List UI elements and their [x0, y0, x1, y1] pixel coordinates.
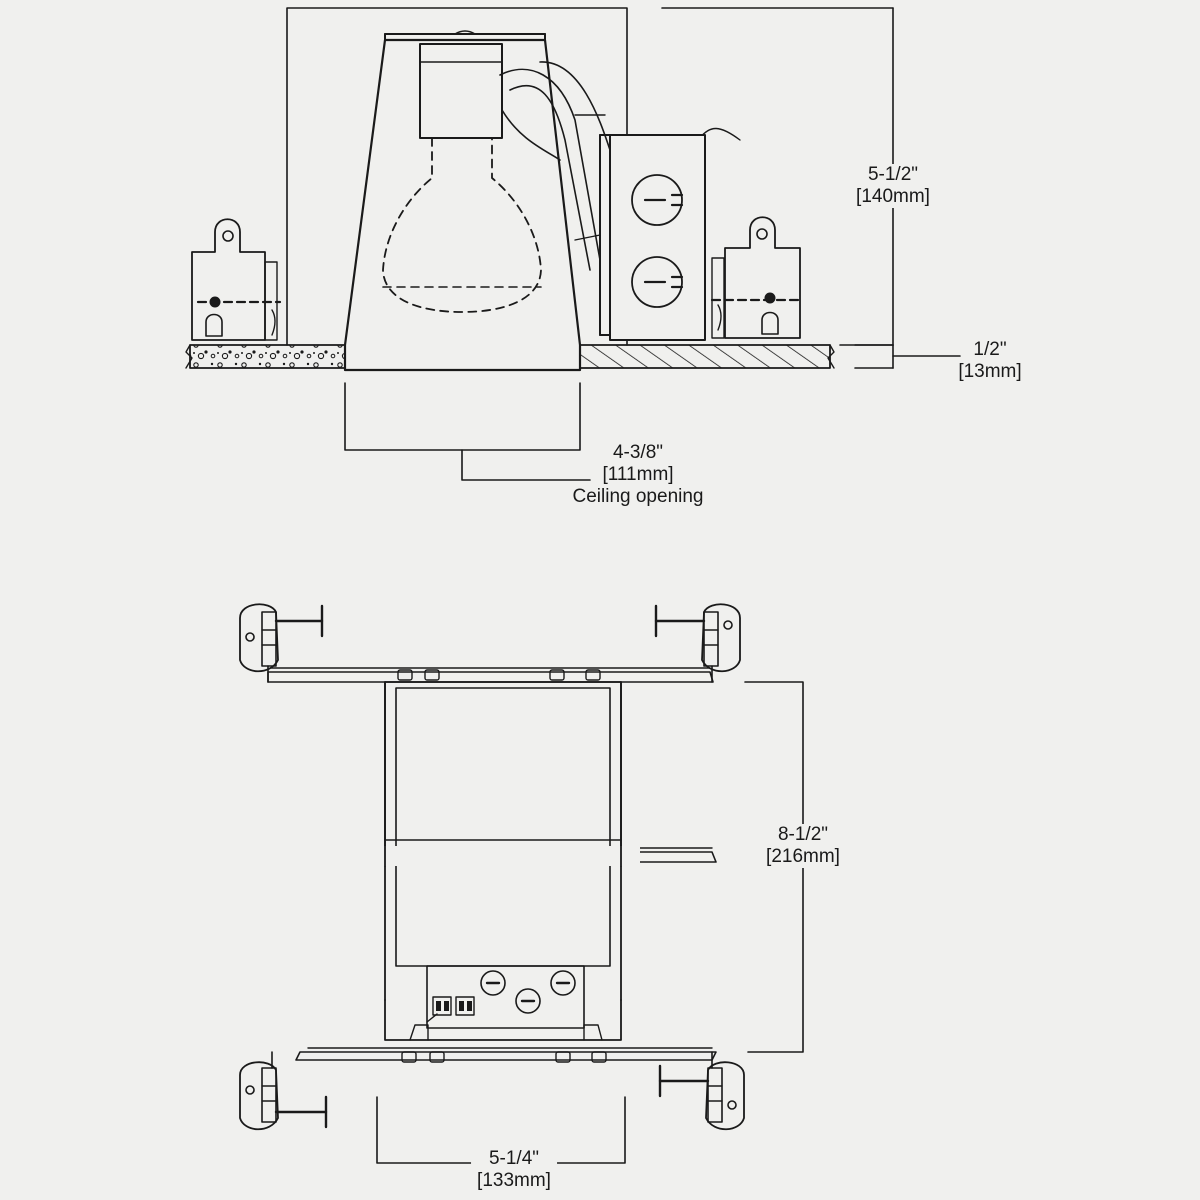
clamp-bottom-right — [658, 1051, 745, 1131]
knockout-icon — [631, 174, 683, 226]
ceiling-thickness-metric: [13mm] — [958, 361, 1022, 382]
ceiling-opening-dimension-line — [344, 382, 591, 481]
frame-length-metric: [216mm] — [766, 846, 840, 867]
frame-length-label: 8-1/2" [216mm] — [760, 824, 846, 868]
ceiling-opening-metric: [111mm] — [602, 464, 674, 485]
junction-box-top — [426, 965, 585, 1029]
right-mounting-bracket — [710, 216, 802, 339]
ceiling-opening-label: 4-3/8" [111mm] Ceiling opening — [573, 442, 704, 508]
clamp-top-left — [239, 603, 324, 683]
housing-frame — [384, 681, 622, 851]
left-mounting-bracket — [191, 218, 282, 341]
housing-panel — [395, 687, 611, 967]
lamp-bulb-icon — [382, 137, 542, 313]
ceiling-thickness-imperial: 1/2" — [973, 339, 1007, 360]
height-imperial: 5-1/2" — [867, 164, 919, 185]
clamp-bottom-left — [239, 1051, 328, 1131]
junction-box — [599, 134, 706, 341]
clamp-top-right — [654, 603, 741, 683]
ceiling-drywall-left — [189, 344, 346, 369]
ceiling-thickness-dimension-line — [854, 344, 961, 369]
ceiling-opening-note: Ceiling opening — [572, 486, 704, 507]
frame-width-metric: [133mm] — [477, 1170, 551, 1191]
frame-width-imperial: 5-1/4" — [488, 1148, 540, 1169]
top-view — [239, 603, 804, 1164]
ceiling-opening-imperial: 4-3/8" — [612, 442, 664, 463]
height-dimension-label: 5-1/2" [140mm] — [852, 164, 934, 208]
side-view — [185, 7, 961, 481]
lamp-socket — [419, 43, 503, 139]
lamp-can — [343, 38, 582, 372]
wiring — [499, 68, 601, 271]
knockout-icon — [631, 256, 683, 308]
height-metric: [140mm] — [856, 186, 930, 207]
ceiling-drywall-right — [579, 344, 831, 369]
ceiling-thickness-label: 1/2" [13mm] — [958, 339, 1021, 383]
frame-width-label: 5-1/4" [133mm] — [471, 1148, 557, 1192]
frame-length-imperial: 8-1/2" — [777, 824, 829, 845]
mounting-bar-top — [267, 671, 714, 683]
